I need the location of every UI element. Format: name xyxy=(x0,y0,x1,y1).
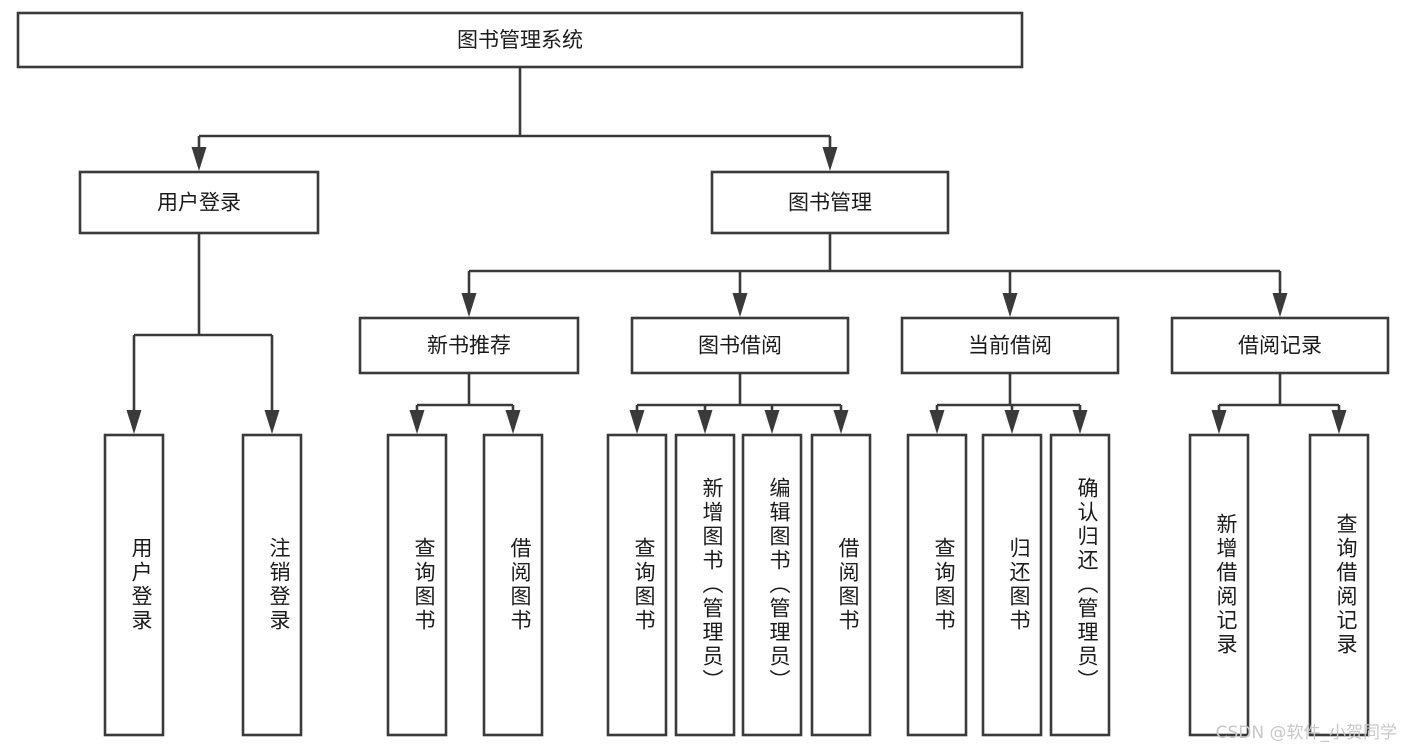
csdn-watermark: CSDN @软件_小贺同学 xyxy=(1215,723,1397,743)
node-box-leaf-borrow-add[interactable] xyxy=(674,433,736,737)
node-box-leaf-borrow-query[interactable] xyxy=(606,433,668,737)
node-box-leaf-cur-return[interactable] xyxy=(981,433,1043,737)
node-current-borrow[interactable]: 当前借阅 xyxy=(900,316,1120,375)
node-box-leaf-user-logout[interactable] xyxy=(241,433,303,737)
edge-group-current-borrow xyxy=(929,373,1088,434)
node-book-borrow[interactable]: 图书借阅 xyxy=(630,316,850,375)
node-label-leaf-rec-search: 查询借阅记录 xyxy=(1334,513,1358,657)
node-label-leaf-cur-confirm: 确认归还（管理员） xyxy=(1075,477,1099,693)
node-leaf-borrow-query[interactable]: 查询图书 xyxy=(606,433,668,737)
node-label-leaf-rec-borrow: 借阅图书 xyxy=(508,537,532,633)
node-leaf-cur-query[interactable]: 查询图书 xyxy=(906,433,968,737)
node-label-user-login: 用户登录 xyxy=(157,191,241,215)
edge-group-book-admin xyxy=(461,233,1288,317)
node-box-leaf-user-login[interactable] xyxy=(103,433,165,737)
node-box-leaf-borrow-edit[interactable] xyxy=(741,433,803,737)
node-box-leaf-rec-query[interactable] xyxy=(386,433,448,737)
node-box-new-book-rec[interactable] xyxy=(358,316,580,375)
edge-group-root xyxy=(191,67,838,171)
node-leaf-borrow-do[interactable]: 借阅图书 xyxy=(810,433,872,737)
node-box-leaf-cur-confirm[interactable] xyxy=(1049,433,1111,737)
node-leaf-borrow-add[interactable]: 新增图书（管理员） xyxy=(674,433,736,737)
node-label-borrow-record: 借阅记录 xyxy=(1238,334,1322,358)
node-label-leaf-borrow-do: 借阅图书 xyxy=(836,537,860,633)
node-leaf-rec-add[interactable]: 新增借阅记录 xyxy=(1188,433,1250,737)
node-box-root[interactable] xyxy=(16,11,1024,69)
node-label-leaf-borrow-query: 查询图书 xyxy=(632,537,656,633)
node-label-leaf-user-login: 用户登录 xyxy=(129,537,153,633)
node-box-leaf-cur-query[interactable] xyxy=(906,433,968,737)
node-box-borrow-record[interactable] xyxy=(1170,316,1390,375)
node-user-login[interactable]: 用户登录 xyxy=(78,170,320,235)
node-leaf-rec-borrow[interactable]: 借阅图书 xyxy=(482,433,544,737)
node-label-leaf-borrow-add: 新增图书（管理员） xyxy=(700,477,724,693)
node-leaf-borrow-edit[interactable]: 编辑图书（管理员） xyxy=(741,433,803,737)
node-label-leaf-cur-return: 归还图书 xyxy=(1007,537,1031,633)
edge-group-user-login xyxy=(126,233,280,434)
node-label-leaf-user-logout: 注销登录 xyxy=(267,537,291,633)
node-leaf-cur-confirm[interactable]: 确认归还（管理员） xyxy=(1049,433,1111,737)
node-label-leaf-cur-query: 查询图书 xyxy=(932,537,956,633)
node-leaf-user-logout[interactable]: 注销登录 xyxy=(241,433,303,737)
node-borrow-record[interactable]: 借阅记录 xyxy=(1170,316,1390,375)
node-box-leaf-rec-add[interactable] xyxy=(1188,433,1250,737)
node-book-admin[interactable]: 图书管理 xyxy=(710,170,950,235)
node-layer: 图书管理系统用户登录图书管理新书推荐图书借阅当前借阅借阅记录用户登录注销登录查询… xyxy=(16,11,1390,737)
node-leaf-cur-return[interactable]: 归还图书 xyxy=(981,433,1043,737)
connector-layer xyxy=(126,67,1347,434)
edge-group-borrow-record xyxy=(1211,373,1347,434)
node-box-book-borrow[interactable] xyxy=(630,316,850,375)
node-root[interactable]: 图书管理系统 xyxy=(16,11,1024,69)
node-label-leaf-borrow-edit: 编辑图书（管理员） xyxy=(767,477,791,693)
node-leaf-rec-search[interactable]: 查询借阅记录 xyxy=(1308,433,1370,737)
edge-group-new-book-rec xyxy=(409,373,521,434)
node-label-root: 图书管理系统 xyxy=(457,28,583,52)
node-box-leaf-rec-borrow[interactable] xyxy=(482,433,544,737)
node-label-book-admin: 图书管理 xyxy=(788,191,872,215)
edge-group-book-borrow xyxy=(629,373,849,434)
node-box-leaf-borrow-do[interactable] xyxy=(810,433,872,737)
node-box-leaf-rec-search[interactable] xyxy=(1308,433,1370,737)
node-box-user-login[interactable] xyxy=(78,170,320,235)
node-label-current-borrow: 当前借阅 xyxy=(968,334,1052,358)
node-label-new-book-rec: 新书推荐 xyxy=(427,334,511,358)
node-label-leaf-rec-add: 新增借阅记录 xyxy=(1214,513,1238,657)
node-label-leaf-rec-query: 查询图书 xyxy=(412,537,436,633)
node-new-book-rec[interactable]: 新书推荐 xyxy=(358,316,580,375)
node-box-book-admin[interactable] xyxy=(710,170,950,235)
node-leaf-user-login[interactable]: 用户登录 xyxy=(103,433,165,737)
node-label-book-borrow: 图书借阅 xyxy=(698,334,782,358)
node-leaf-rec-query[interactable]: 查询图书 xyxy=(386,433,448,737)
node-box-current-borrow[interactable] xyxy=(900,316,1120,375)
